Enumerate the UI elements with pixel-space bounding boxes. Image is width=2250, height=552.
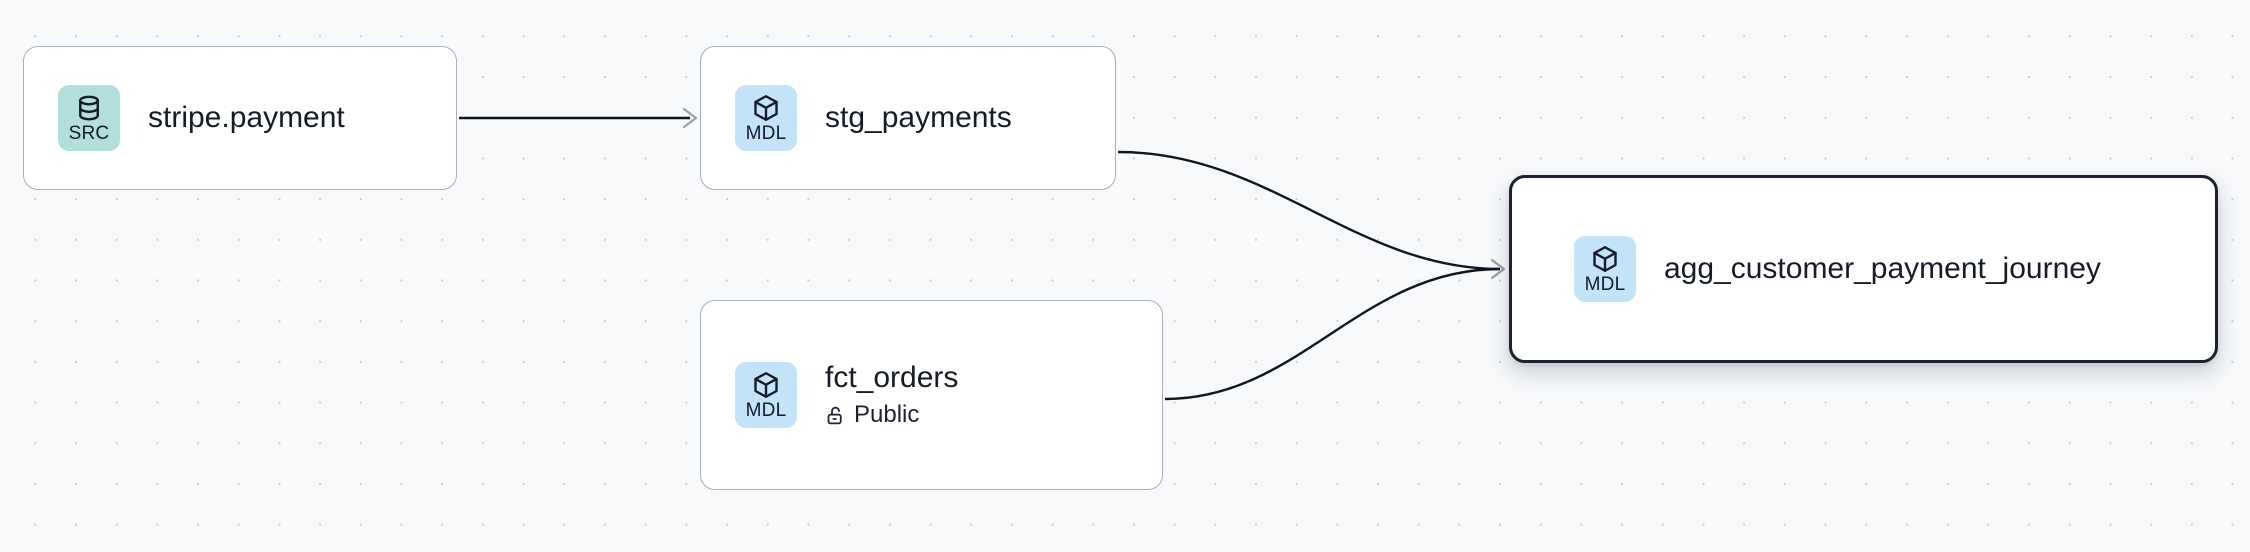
node-body: stg_payments bbox=[825, 100, 1012, 135]
node-type-badge-label: SRC bbox=[68, 123, 110, 144]
node-agg-customer-payment-journey[interactable]: MDL agg_customer_payment_journey bbox=[1509, 175, 2218, 363]
node-visibility-label: Public bbox=[854, 400, 920, 428]
node-type-badge-mdl: MDL bbox=[1574, 236, 1636, 302]
node-title: fct_orders bbox=[825, 361, 959, 395]
unlock-icon bbox=[827, 406, 842, 424]
node-body: stripe.payment bbox=[148, 100, 345, 135]
node-stg-payments[interactable]: MDL stg_payments bbox=[700, 46, 1116, 190]
node-type-badge-src: SRC bbox=[58, 85, 120, 151]
node-type-badge-mdl: MDL bbox=[735, 85, 797, 151]
node-title: stg_payments bbox=[825, 101, 1012, 135]
node-type-badge-label: MDL bbox=[745, 400, 787, 421]
cube-icon bbox=[754, 372, 778, 398]
arrowhead-icon bbox=[1490, 258, 1506, 280]
edge-stg-payments-to-agg-customer-payment-journey bbox=[1117, 150, 1501, 271]
node-title: stripe.payment bbox=[148, 101, 345, 135]
node-type-badge-label: MDL bbox=[745, 123, 787, 144]
node-visibility: Public bbox=[825, 401, 958, 430]
node-body: agg_customer_payment_journey bbox=[1664, 251, 2101, 286]
arrowhead-icon bbox=[1490, 258, 1506, 280]
arrowhead-icon bbox=[682, 107, 698, 129]
node-fct-orders[interactable]: MDL fct_orders Public bbox=[700, 300, 1163, 490]
cube-icon bbox=[754, 95, 778, 121]
edge-fct-orders-to-agg-customer-payment-journey bbox=[1164, 267, 1501, 401]
node-title: agg_customer_payment_journey bbox=[1664, 252, 2101, 286]
node-type-badge-label: MDL bbox=[1584, 274, 1626, 295]
node-stripe-payment[interactable]: SRC stripe.payment bbox=[23, 46, 457, 190]
database-icon bbox=[79, 95, 99, 121]
node-type-badge-mdl: MDL bbox=[735, 362, 797, 428]
cube-icon bbox=[1593, 246, 1617, 272]
node-body: fct_orders Public bbox=[825, 360, 958, 429]
